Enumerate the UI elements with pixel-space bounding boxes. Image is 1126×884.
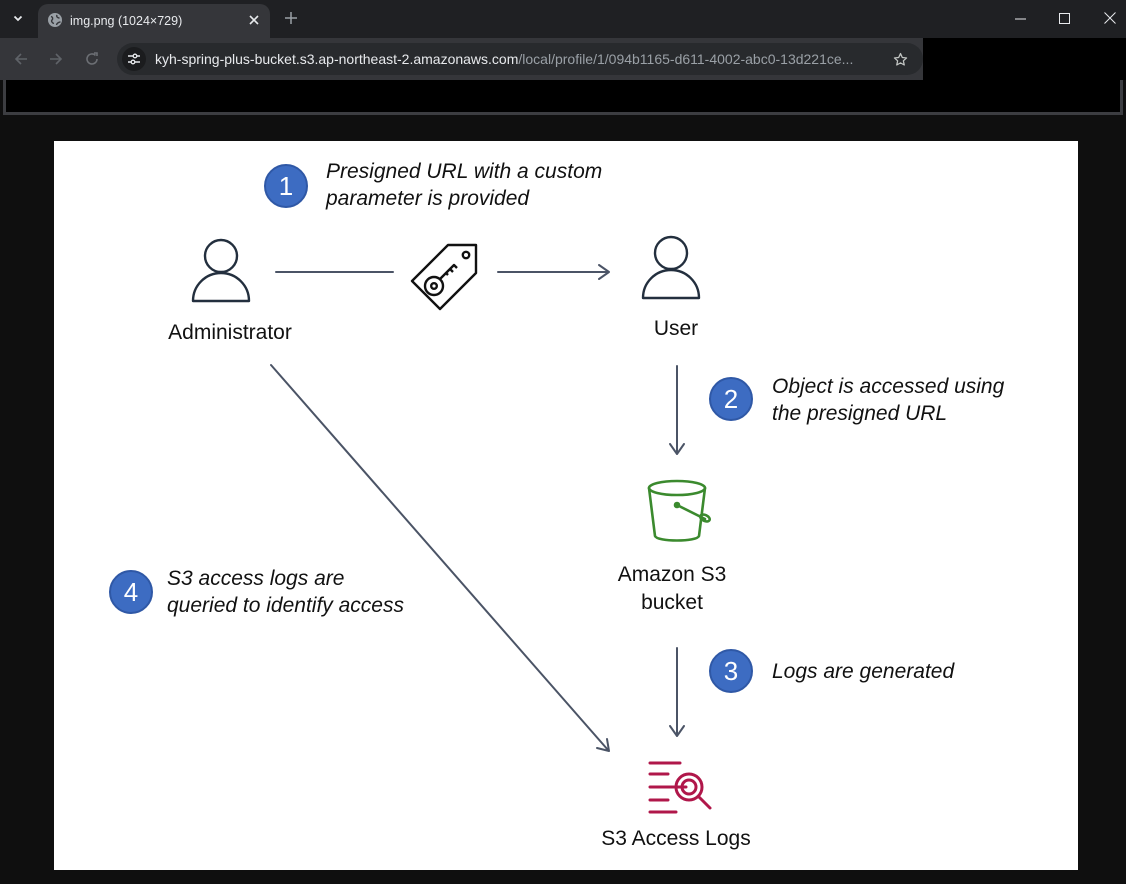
step-2-note: Object is accessed using the presigned U… bbox=[772, 373, 1004, 427]
chevron-down-icon bbox=[13, 15, 23, 22]
s3-bucket-icon bbox=[647, 479, 712, 542]
image-viewer: 1 Presigned URL with a custom parameter … bbox=[0, 118, 1126, 884]
arrow-right-icon bbox=[50, 53, 63, 65]
step-4-line-1: S3 access logs are bbox=[167, 567, 345, 590]
new-tab-button[interactable] bbox=[280, 7, 302, 29]
access-logs-label: S3 Access Logs bbox=[601, 827, 751, 850]
close-icon bbox=[249, 15, 259, 25]
browser-tab[interactable]: img.png (1024×729) bbox=[38, 4, 270, 38]
tab-search-button[interactable] bbox=[6, 6, 30, 30]
close-icon bbox=[1104, 12, 1116, 24]
minimize-icon bbox=[1014, 18, 1026, 19]
s3-to-logs-arrow bbox=[669, 647, 685, 737]
info-bar bbox=[3, 80, 1123, 115]
step-1-badge: 1 bbox=[264, 164, 308, 208]
browser-toolbar: kyh-spring-plus-bucket.s3.ap-northeast-2… bbox=[0, 38, 1126, 80]
url-path: /local/profile/1/094b1165-d611-4002-abc0… bbox=[518, 51, 854, 67]
admin-to-logs-arrow bbox=[270, 364, 610, 752]
tab-close-button[interactable] bbox=[244, 10, 264, 30]
diagram-image: 1 Presigned URL with a custom parameter … bbox=[54, 141, 1078, 870]
url-text[interactable]: kyh-spring-plus-bucket.s3.ap-northeast-2… bbox=[155, 51, 853, 67]
step-3-number: 3 bbox=[723, 655, 739, 686]
address-bar[interactable]: kyh-spring-plus-bucket.s3.ap-northeast-2… bbox=[117, 43, 923, 75]
user-label: User bbox=[653, 317, 699, 340]
site-info-button[interactable] bbox=[122, 47, 146, 71]
reload-icon bbox=[86, 52, 98, 65]
step-4-note: S3 access logs are queried to identify a… bbox=[167, 565, 404, 619]
step-1-line-1: Presigned URL with a custom bbox=[326, 160, 603, 183]
plus-icon bbox=[285, 12, 297, 24]
administrator-user-icon bbox=[191, 238, 251, 303]
step-1-note: Presigned URL with a custom parameter is… bbox=[326, 158, 602, 212]
step-4-line-2: queried to identify access bbox=[167, 594, 404, 617]
step-1-number: 1 bbox=[278, 170, 294, 201]
reload-button[interactable] bbox=[81, 48, 103, 70]
maximize-button[interactable] bbox=[1044, 4, 1084, 32]
connectors bbox=[270, 264, 685, 752]
tab-strip: img.png (1024×729) bbox=[0, 0, 1126, 38]
toolbar-extension-area bbox=[923, 38, 1126, 80]
s3-bucket-label: Amazon S3 bucket bbox=[597, 561, 747, 617]
back-button[interactable] bbox=[10, 48, 32, 70]
step-2-badge: 2 bbox=[709, 377, 753, 421]
forward-button[interactable] bbox=[45, 48, 67, 70]
log-search-icon bbox=[648, 761, 712, 814]
step-4-badge: 4 bbox=[109, 570, 153, 614]
step-2-line-1: Object is accessed using bbox=[772, 375, 1005, 398]
tab-title: img.png (1024×729) bbox=[70, 14, 183, 28]
s3-bucket-label-line-2: bucket bbox=[641, 591, 703, 614]
step-3-line-1: Logs are generated bbox=[772, 660, 955, 683]
key-tag-icon bbox=[410, 243, 478, 311]
step-3-note: Logs are generated bbox=[772, 658, 954, 685]
s3-bucket-label-line-1: Amazon S3 bbox=[617, 563, 727, 586]
step-3-badge: 3 bbox=[709, 649, 753, 693]
tune-icon bbox=[128, 53, 140, 65]
key-to-user-arrow bbox=[497, 264, 610, 280]
step-1-line-2: parameter is provided bbox=[326, 187, 530, 210]
maximize-icon bbox=[1058, 12, 1070, 24]
star-icon bbox=[893, 52, 907, 66]
window-close-button[interactable] bbox=[1090, 4, 1126, 32]
user-to-s3-arrow bbox=[669, 365, 685, 455]
user-icon bbox=[641, 235, 701, 300]
administrator-label: Administrator bbox=[168, 321, 292, 344]
step-2-line-2: the presigned URL bbox=[772, 402, 948, 425]
step-4-number: 4 bbox=[123, 576, 139, 607]
globe-icon bbox=[48, 13, 62, 27]
minimize-button[interactable] bbox=[1000, 4, 1040, 32]
url-host: kyh-spring-plus-bucket.s3.ap-northeast-2… bbox=[155, 51, 519, 67]
arrow-left-icon bbox=[14, 53, 27, 65]
bookmark-button[interactable] bbox=[889, 48, 911, 70]
step-2-number: 2 bbox=[723, 383, 739, 414]
